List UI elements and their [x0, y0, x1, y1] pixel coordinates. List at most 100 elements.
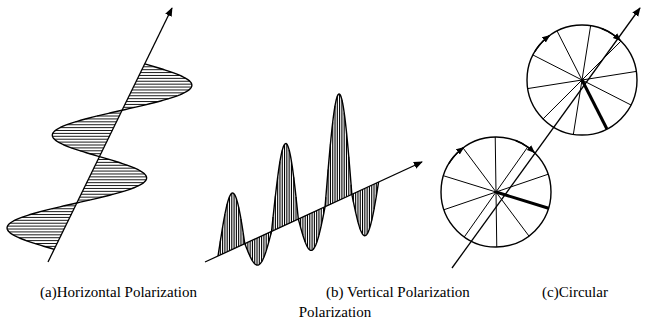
hatch-line	[344, 113, 345, 198]
field-vector	[582, 80, 607, 129]
hatch-line	[67, 124, 115, 125]
hatch-line	[305, 216, 306, 242]
vertical-hatching	[218, 94, 379, 265]
hatch-line	[133, 87, 191, 88]
hatch-line	[54, 139, 108, 140]
hatch-line	[128, 98, 169, 99]
field-vector	[496, 192, 549, 208]
hatch-line	[81, 194, 113, 195]
hatch-line	[362, 189, 363, 234]
field-vector	[543, 80, 582, 119]
hatch-line	[53, 133, 111, 134]
field-vector	[444, 192, 496, 210]
hatch-line	[71, 147, 103, 148]
hatch-line	[30, 214, 71, 215]
hatch-line	[40, 211, 72, 212]
field-vector	[496, 174, 548, 192]
hatch-line	[92, 171, 140, 172]
field-vector	[582, 71, 636, 80]
hatch-line	[371, 185, 372, 220]
hatch-line	[254, 239, 255, 264]
hatch-line	[94, 168, 135, 169]
hatch-line	[360, 190, 361, 229]
hatch-line	[10, 223, 67, 224]
hatch-line	[263, 235, 264, 257]
hatch-line	[231, 193, 232, 249]
hatch-line	[22, 217, 70, 218]
hatch-line	[357, 192, 358, 222]
hatch-line	[132, 89, 189, 90]
hatch-line	[135, 84, 192, 85]
caption-label: (c)Circular Polarization	[40, 282, 630, 322]
hatch-line	[88, 179, 146, 180]
hatch-line	[139, 75, 180, 76]
hatch-line	[95, 165, 127, 166]
hatch-line	[227, 204, 228, 252]
hatch-line	[261, 236, 262, 262]
propagation-axis	[452, 8, 640, 268]
hatch-line	[86, 118, 118, 119]
hatch-line	[15, 220, 69, 221]
field-vector	[533, 55, 582, 80]
hatch-line	[369, 186, 370, 229]
hatch-line	[234, 194, 235, 249]
hatch-line	[236, 199, 237, 248]
caption-label: (a)Horizontal Polarization	[40, 282, 240, 302]
hatch-line	[316, 211, 317, 243]
hatch-line	[55, 130, 112, 131]
hatch-line	[84, 188, 132, 189]
field-vector	[495, 137, 497, 192]
hatch-line	[334, 106, 335, 202]
hatch-line	[138, 78, 186, 79]
hatch-line	[7, 229, 64, 230]
hatch-line	[367, 187, 368, 234]
hatch-line	[291, 161, 292, 222]
hatch-line	[85, 185, 139, 186]
hatch-line	[364, 188, 365, 235]
hatch-line	[282, 150, 283, 226]
hatch-line	[126, 101, 158, 102]
hatch-line	[229, 197, 230, 251]
propagation-axis	[48, 8, 172, 262]
hatch-line	[8, 226, 66, 227]
hatch-line	[82, 191, 123, 192]
hatch-line	[60, 127, 114, 128]
hatch-line	[286, 144, 287, 224]
field-vector	[463, 148, 496, 192]
hatch-line	[307, 215, 308, 247]
rotating-field	[527, 25, 637, 135]
hatch-line	[252, 240, 253, 261]
field-vector	[496, 192, 498, 247]
field-vector	[443, 176, 496, 192]
hatch-line	[87, 182, 144, 183]
rotation-arrow	[449, 148, 464, 164]
hatch-line	[339, 94, 340, 200]
hatch-line	[64, 145, 105, 146]
hatch-line	[259, 237, 260, 264]
hatch-line	[289, 150, 290, 223]
hatch-line	[284, 144, 285, 225]
rotation-arrow	[535, 36, 550, 52]
field-vector	[582, 26, 591, 80]
hatch-line	[91, 173, 145, 174]
hatch-line	[26, 240, 58, 241]
field-vector	[582, 80, 631, 105]
hatch-line	[309, 214, 310, 250]
field-circle	[527, 25, 637, 135]
hatch-line	[75, 121, 116, 122]
hatch-line	[332, 122, 333, 203]
hatch-line	[312, 213, 313, 251]
hatch-line	[341, 100, 342, 199]
hatch-line	[314, 212, 315, 248]
hatch-line	[337, 96, 338, 201]
field-vector	[528, 80, 582, 89]
hatch-line	[58, 142, 106, 143]
hatch-line	[52, 136, 109, 137]
hatch-line	[129, 95, 177, 96]
hatch-line	[140, 72, 172, 73]
vertical-wave	[218, 94, 379, 265]
hatch-line	[136, 81, 190, 82]
hatch-line	[9, 231, 63, 232]
field-vector	[496, 192, 529, 236]
